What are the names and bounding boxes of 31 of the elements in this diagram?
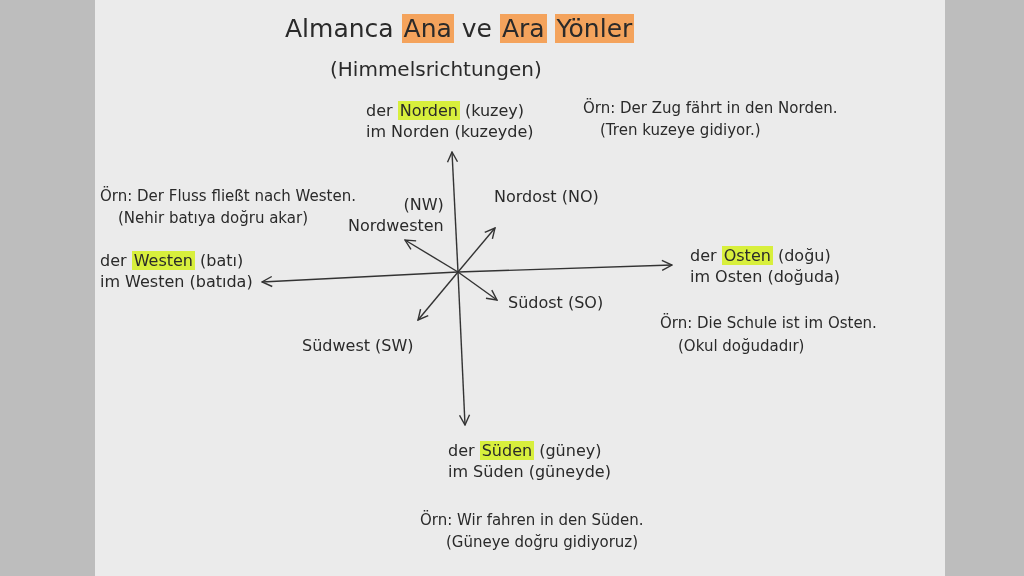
- example-sentence: Örn: Der Fluss fließt nach Westen.: [100, 186, 356, 206]
- direction-label: im Osten (doğuda): [690, 266, 841, 287]
- direction-label: der Süden (güney): [448, 440, 603, 461]
- arrow: [261, 271, 459, 288]
- example-sentence: Örn: Die Schule ist im Osten.: [660, 313, 877, 333]
- arrow: [457, 227, 496, 273]
- direction-label: im Süden (güneyde): [448, 461, 611, 482]
- direction-label: im Norden (kuzeyde): [366, 121, 534, 142]
- example-sentence: Örn: Der Zug fährt in den Norden.: [583, 98, 838, 118]
- subtitle: (Himmelsrichtungen): [330, 56, 542, 82]
- arrow: [457, 271, 471, 426]
- direction-label: der Osten (doğu): [690, 245, 832, 266]
- direction-label: der Westen (batı): [100, 250, 245, 271]
- direction-label: Nordwesten: [348, 215, 444, 236]
- arrow: [417, 271, 459, 321]
- arrow: [457, 259, 673, 273]
- direction-label: Nordost (NO): [494, 186, 599, 207]
- direction-label: Südwest (SW): [302, 335, 414, 356]
- example-sentence: (Okul doğudadır): [678, 336, 805, 356]
- example-sentence: Örn: Wir fahren in den Süden.: [420, 510, 644, 530]
- arrow: [457, 271, 498, 301]
- title: Almanca Ana ve Ara Yönler: [285, 13, 635, 45]
- direction-label: (NW): [402, 194, 444, 215]
- arrow: [404, 239, 459, 273]
- direction-label: der Norden (kuzey): [366, 100, 526, 121]
- arrow: [446, 151, 459, 273]
- direction-label: Südost (SO): [508, 292, 604, 313]
- example-sentence: (Güneye doğru gidiyoruz): [446, 532, 639, 552]
- example-sentence: (Nehir batıya doğru akar): [118, 208, 308, 228]
- direction-label: im Westen (batıda): [100, 271, 253, 292]
- example-sentence: (Tren kuzeye gidiyor.): [600, 120, 761, 140]
